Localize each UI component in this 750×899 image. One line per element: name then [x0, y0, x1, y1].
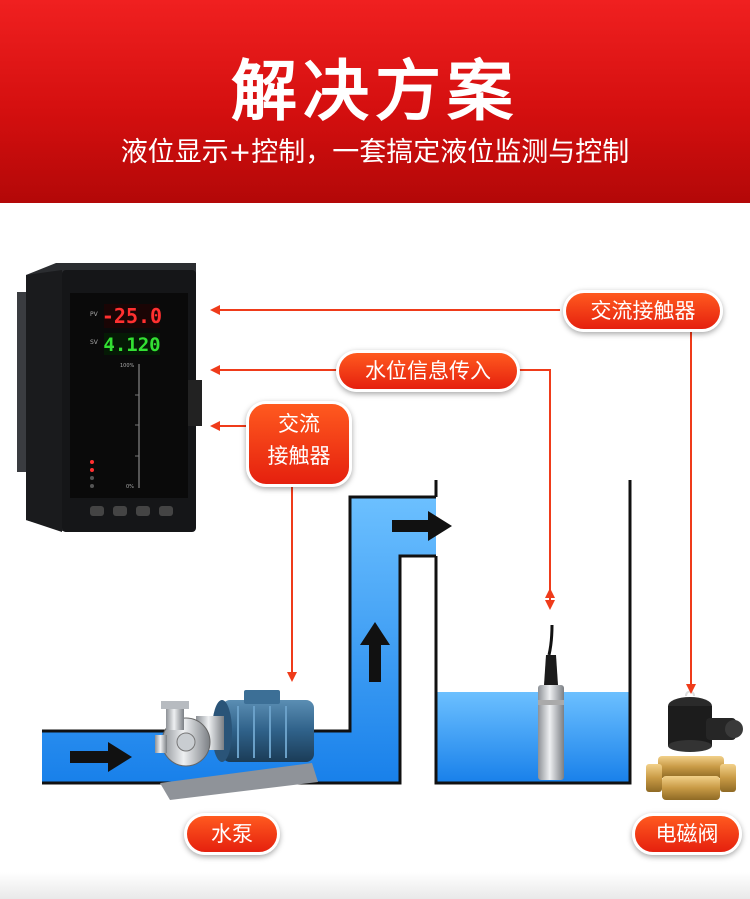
page-title: 解决方案 — [231, 53, 519, 130]
controller-button-2[interactable] — [113, 506, 127, 516]
controller-button-4[interactable] — [159, 506, 173, 516]
label-contactor-left-line1: 交流 — [278, 412, 320, 436]
water-tank — [434, 480, 632, 785]
level-sensor — [538, 624, 564, 780]
label-contactor-right: 交流接触器 — [563, 290, 723, 332]
header-banner: 解决方案 液位显示+控制，一套搞定液位监测与控制 — [0, 0, 750, 203]
label-level-signal: 水位信息传入 — [336, 350, 520, 392]
page-subtitle: 液位显示+控制，一套搞定液位监测与控制 — [120, 137, 630, 168]
controller-button-3[interactable] — [136, 506, 150, 516]
bar-top-label: 100% — [120, 363, 135, 369]
level-controller: -25.0 4.120 PV SV 100% 0% — [17, 263, 202, 532]
signal-lines — [210, 305, 696, 694]
solution-diagram: -25.0 4.120 PV SV 100% 0% — [17, 263, 743, 800]
label-pump: 水泵 — [184, 813, 280, 855]
water-pump — [155, 690, 318, 800]
sv-label: SV — [90, 339, 99, 346]
bar-bottom-label: 0% — [126, 484, 134, 490]
flow-arrow-up — [360, 622, 390, 682]
label-contactor-left: 交流 接触器 — [246, 401, 352, 487]
controller-button-1[interactable] — [90, 506, 104, 516]
solenoid-valve — [646, 690, 743, 800]
label-valve: 电磁阀 — [632, 813, 742, 855]
label-contactor-left-line2: 接触器 — [267, 444, 331, 468]
pv-display: -25.0 — [102, 304, 162, 328]
bottom-band — [0, 872, 750, 899]
flow-arrow-inlet — [70, 742, 132, 772]
pv-label: PV — [90, 311, 99, 318]
flow-arrow-outlet — [392, 511, 452, 541]
sv-display: 4.120 — [103, 334, 160, 356]
